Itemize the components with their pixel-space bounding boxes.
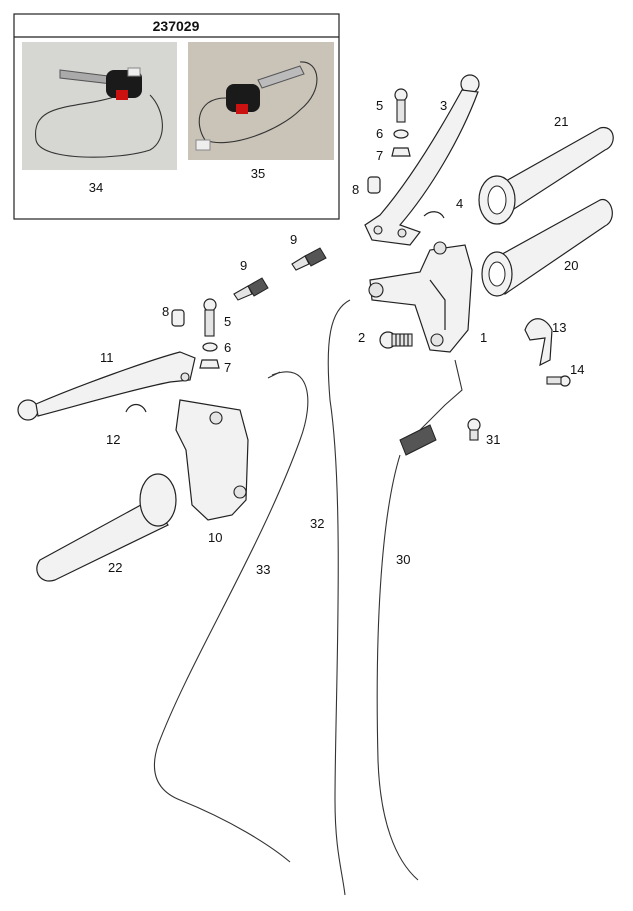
bolt-2 [379,331,413,349]
callout-31: 31 [486,432,500,447]
grip-21 [478,126,614,225]
callout-6-left: 6 [224,340,231,355]
callout-12: 12 [106,432,120,447]
clamp-13 [524,318,553,367]
callout-9-right: 9 [290,232,297,247]
screw-14 [546,375,571,387]
label-35: 35 [251,166,265,181]
left-housing [175,399,249,521]
photo-34 [22,42,177,170]
callout-32: 32 [310,516,324,531]
callout-13: 13 [552,320,566,335]
screw-stack-right [391,88,411,157]
callout-7-left: 7 [224,360,231,375]
callout-14: 14 [570,362,584,377]
right-lever [364,74,480,246]
callout-7-right: 7 [376,148,383,163]
callout-6-right: 6 [376,126,383,141]
callout-8-left: 8 [162,304,169,319]
inset-panel: 237029 34 35 [13,13,340,220]
callout-3: 3 [440,98,447,113]
callout-5-left: 5 [224,314,231,329]
callout-8-right: 8 [352,182,359,197]
pin-right [367,176,381,194]
adjuster-9-right [291,247,327,271]
clip-4 [423,211,445,219]
callout-4: 4 [456,196,463,211]
cable-32 [327,299,351,896]
callout-20: 20 [564,258,578,273]
grip-22 [36,473,177,582]
screw-stack-left [199,298,220,369]
callout-21: 21 [554,114,568,129]
right-bracket [368,241,473,353]
callout-1: 1 [480,330,487,345]
left-lever [17,351,196,421]
callout-33: 33 [256,562,270,577]
callout-11: 11 [100,350,114,365]
callout-10: 10 [208,530,222,545]
callout-9-left: 9 [240,258,247,273]
callout-30: 30 [396,552,410,567]
adjuster-9-left [233,277,269,301]
callout-2: 2 [358,330,365,345]
grip-20 [481,199,613,297]
photo-35 [188,42,334,160]
bolt-31 [467,418,481,441]
cable-33 [154,371,309,863]
label-34: 34 [89,180,103,195]
inset-title: 237029 [153,18,200,34]
pin-left [171,309,185,327]
callout-22: 22 [108,560,122,575]
cable-30 [376,359,463,881]
callout-5-right: 5 [376,98,383,113]
clip-12 [125,403,147,413]
